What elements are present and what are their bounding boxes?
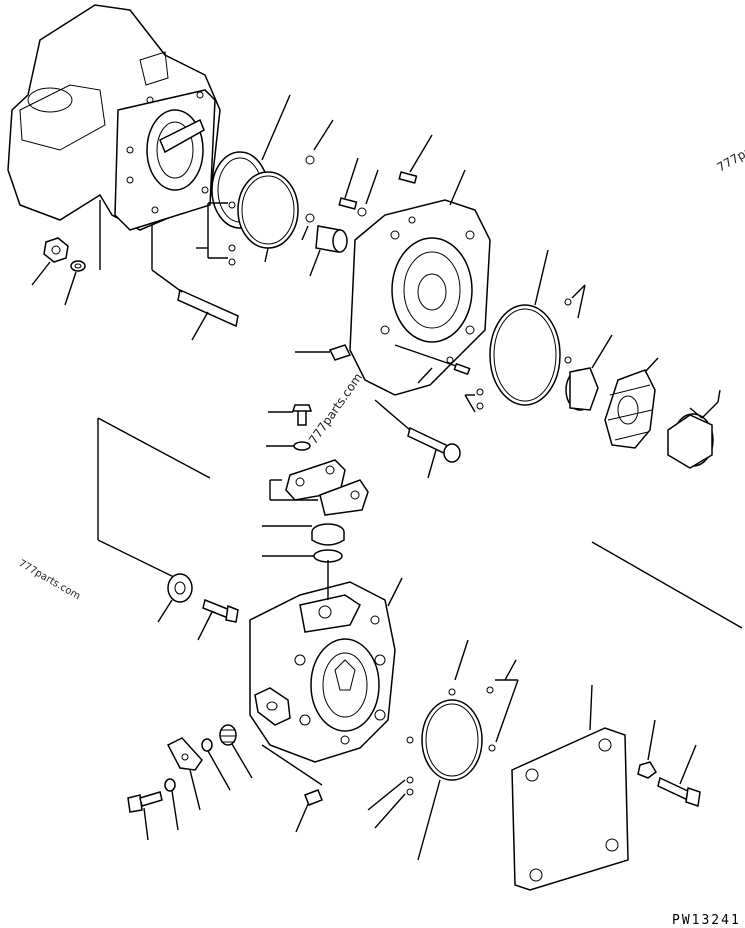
- washer-cover: [637, 719, 657, 779]
- small-o-rings-lower: [367, 639, 519, 829]
- pins: [301, 119, 433, 241]
- main-pump-housing: [7, 4, 221, 270]
- assembly-guide-lines: [97, 417, 743, 629]
- clamp-halves: [269, 459, 369, 516]
- o-ring-cover: [489, 249, 561, 406]
- orifice-plate: [166, 737, 203, 811]
- bushing: [309, 225, 348, 277]
- watermark-top-right: 777parts.com: [715, 121, 745, 175]
- spring-plug: [219, 724, 253, 779]
- bearing: [565, 334, 613, 411]
- small-o-rings-left: [196, 201, 236, 266]
- rear-pump-housing: [249, 560, 403, 763]
- bolt-left: [197, 598, 239, 641]
- bolt-cover-plate: [657, 744, 701, 807]
- plug-cap: [262, 523, 345, 546]
- small-o-rings-middle: [464, 388, 484, 413]
- hex-nut: [31, 237, 69, 286]
- bolt-cover: [374, 399, 461, 479]
- impeller: [604, 357, 659, 449]
- collar: [667, 389, 721, 469]
- plug-bottom: [261, 744, 323, 833]
- o-ring-large: [237, 171, 299, 263]
- bolt-small: [268, 404, 313, 426]
- stud-bolt: [151, 269, 239, 341]
- gasket-small: [262, 549, 343, 563]
- port-flange: [254, 687, 291, 726]
- watermark-center: 777parts.com: [306, 371, 365, 447]
- small-o-rings-right: [564, 284, 586, 364]
- o-ring-tiny: [201, 738, 231, 791]
- washer: [64, 260, 86, 306]
- watermark-left: 777parts.com: [17, 558, 83, 602]
- bolt-bottom: [127, 791, 163, 841]
- thick-washer: [157, 573, 193, 623]
- front-cover-housing: [349, 169, 491, 396]
- washer-tiny: [164, 778, 179, 831]
- o-ring-rear: [417, 699, 483, 861]
- pin-small: [394, 344, 471, 384]
- plug-small: [295, 344, 352, 361]
- rear-cover-plate: [511, 684, 629, 891]
- lock-washer: [266, 441, 311, 451]
- drawing-code: PW13241: [672, 913, 741, 928]
